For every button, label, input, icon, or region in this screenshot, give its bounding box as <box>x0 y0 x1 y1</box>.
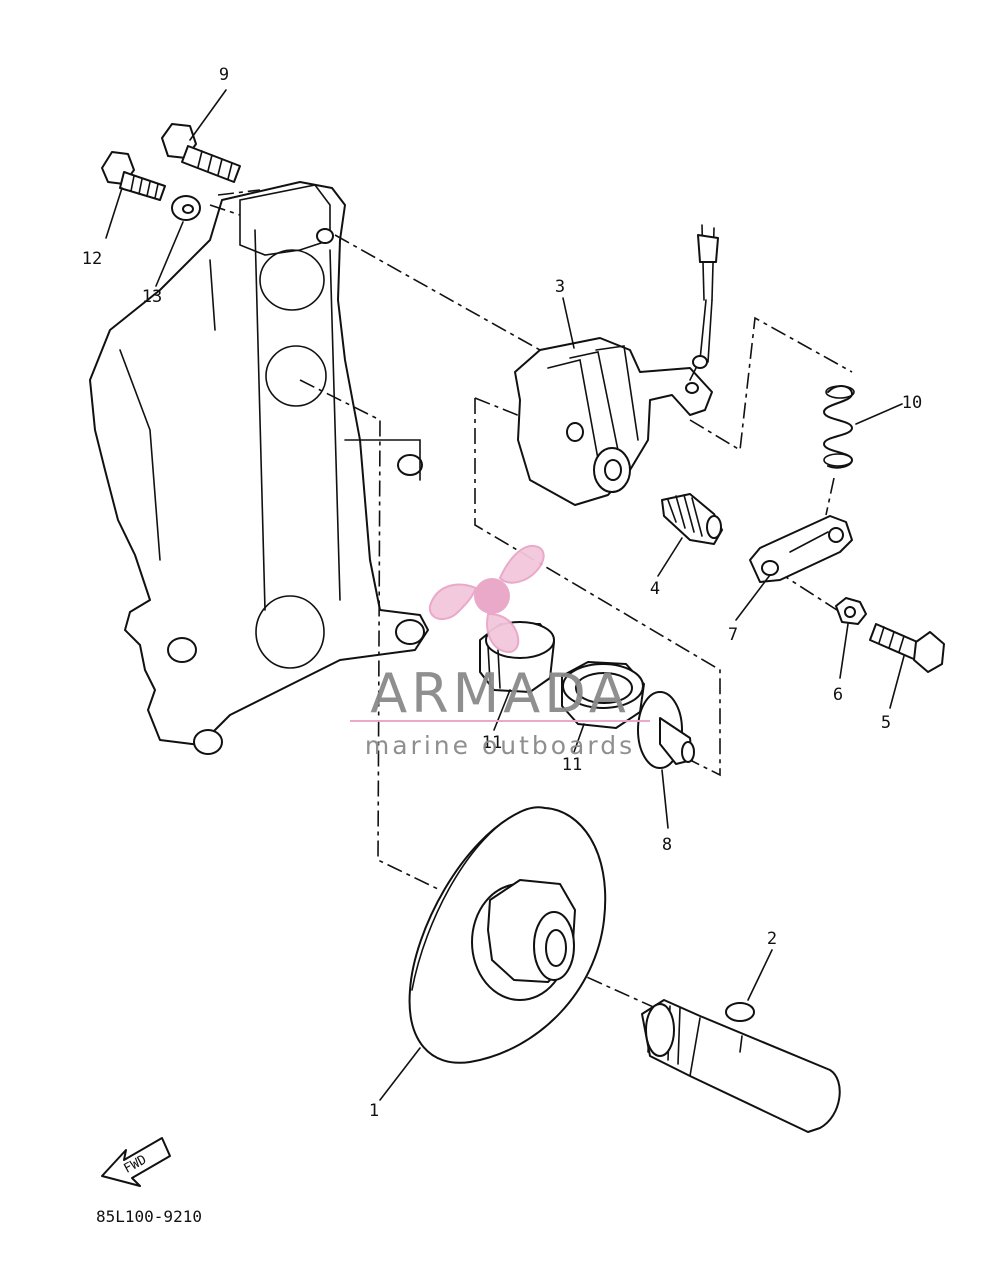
callout-13: 13 <box>142 287 162 307</box>
callout-11-right: 11 <box>562 755 582 775</box>
callout-5: 5 <box>881 713 891 733</box>
woodruff-key-2 <box>725 1002 755 1022</box>
lever-bracket-3 <box>514 337 713 506</box>
diagram-code: 85L100-9210 <box>96 1207 202 1226</box>
adjust-screw-4 <box>661 493 723 545</box>
callout-12: 12 <box>82 249 102 269</box>
spring-10 <box>823 385 855 469</box>
callout-1: 1 <box>369 1101 379 1121</box>
bolt-5 <box>869 623 945 673</box>
callout-8: 8 <box>662 835 672 855</box>
disk-1 <box>408 806 607 1064</box>
propeller-logo <box>428 545 545 654</box>
bracket-housing <box>89 181 429 755</box>
watermark-brand: ARMADA <box>370 662 630 725</box>
callout-10: 10 <box>902 393 922 413</box>
bushing-11-right <box>561 661 645 729</box>
watermark-tagline: marine outboards <box>365 731 635 760</box>
fwd-arrow: FWD <box>101 1137 171 1187</box>
washer-8 <box>637 691 695 769</box>
link-plate-7 <box>749 515 853 583</box>
callout-6: 6 <box>833 685 843 705</box>
bolt-9 <box>161 123 241 183</box>
callout-9: 9 <box>219 65 229 85</box>
bolt-12 <box>101 151 166 201</box>
washer-13 <box>171 195 201 221</box>
callout-4: 4 <box>650 579 660 599</box>
callout-numbers: 9 12 13 3 10 4 7 6 5 11 11 8 2 1 <box>82 65 922 1121</box>
control-cable <box>689 224 719 381</box>
callout-2: 2 <box>767 929 777 949</box>
callout-leaders <box>105 89 905 1101</box>
callout-3: 3 <box>555 277 565 297</box>
shaft <box>641 999 841 1133</box>
callout-7: 7 <box>728 625 738 645</box>
nut-6 <box>835 597 867 625</box>
armada-watermark: ARMADA marine outboards <box>350 545 650 760</box>
callout-11-left: 11 <box>482 733 502 753</box>
